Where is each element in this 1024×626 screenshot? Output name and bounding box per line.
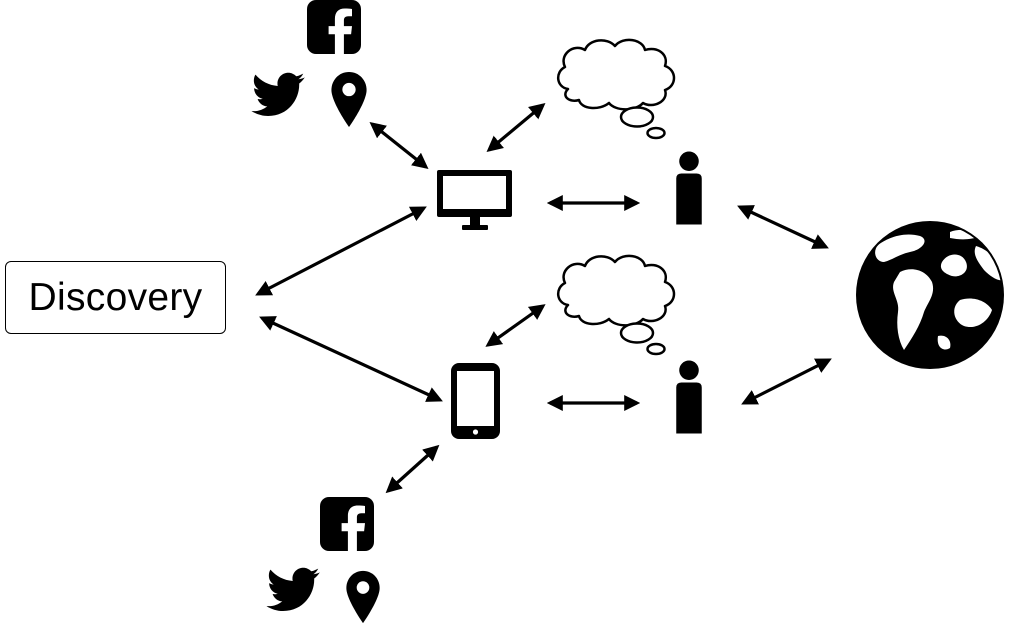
double-arrow-social-bottom-tablet (385, 444, 440, 494)
double-arrow-person-globe-bottom (741, 358, 832, 405)
thought-cloud-icon (556, 254, 676, 356)
person-icon (676, 360, 702, 434)
double-arrow-discovery-tablet (259, 316, 443, 402)
twitter-icon (251, 72, 305, 116)
thought-cloud-icon (556, 38, 676, 140)
facebook-icon (307, 0, 361, 54)
twitter-icon (266, 567, 320, 611)
social-cluster-bottom (266, 497, 380, 624)
double-arrow-desktop-thought (486, 102, 546, 153)
connection-arrows (255, 102, 832, 494)
discovery-box: Discovery (5, 261, 226, 334)
discovery-label: Discovery (28, 275, 203, 319)
desktop-monitor-icon (437, 170, 512, 230)
person-icon (676, 151, 702, 225)
globe-icon (856, 221, 1004, 369)
location-pin-icon (346, 570, 380, 624)
double-arrow-person-globe-top (737, 205, 829, 249)
double-arrow-social-top-desktop (369, 122, 429, 169)
tablet-icon (451, 363, 500, 439)
location-pin-icon (331, 71, 367, 128)
social-cluster-top (251, 0, 367, 128)
double-arrow-discovery-desktop (255, 206, 427, 296)
facebook-icon (320, 497, 374, 551)
double-arrow-tablet-thought (485, 304, 546, 347)
